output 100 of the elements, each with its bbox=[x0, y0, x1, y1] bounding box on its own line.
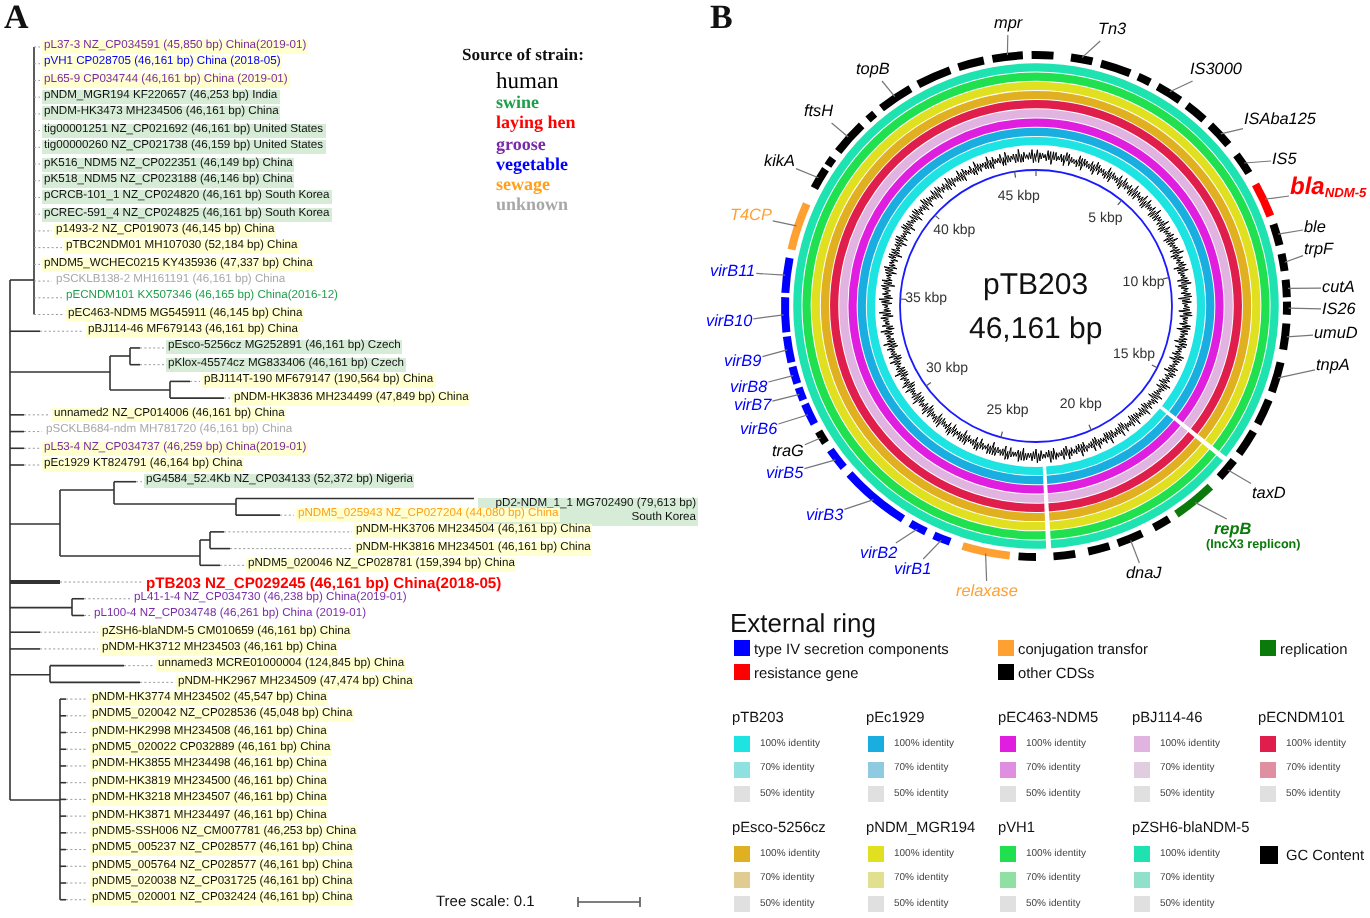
gene-block bbox=[957, 56, 985, 72]
leader-line bbox=[1194, 501, 1228, 520]
gene-block bbox=[1235, 429, 1257, 456]
leader-line bbox=[1220, 128, 1244, 135]
leader-line bbox=[795, 168, 819, 179]
gene-block bbox=[1151, 515, 1172, 532]
legend-label: human bbox=[496, 72, 559, 92]
leader-line bbox=[1277, 369, 1316, 379]
gene-block bbox=[932, 531, 952, 546]
leader-line bbox=[1243, 160, 1272, 164]
gene-block bbox=[1207, 122, 1232, 148]
gene-label: ble bbox=[1304, 218, 1326, 238]
leader-line bbox=[1286, 334, 1314, 338]
gene-label: kikA bbox=[764, 152, 795, 172]
leader-line bbox=[803, 459, 837, 470]
gene-block bbox=[1099, 59, 1132, 77]
leader-line bbox=[777, 414, 809, 425]
legend-label: swine bbox=[496, 92, 540, 112]
gene-block bbox=[1216, 458, 1237, 480]
leader-line bbox=[772, 220, 797, 227]
leader-line bbox=[881, 80, 896, 98]
gene-label: IS3000 bbox=[1190, 60, 1242, 80]
gene-block bbox=[788, 365, 802, 385]
gene-block bbox=[1031, 51, 1054, 60]
gene-label: topB bbox=[856, 60, 890, 80]
gene-label: bla$_{NDM-5}$ bbox=[1290, 176, 1367, 206]
gene-block bbox=[1116, 529, 1144, 548]
gene-label: Tn3 bbox=[1098, 20, 1127, 40]
legend-title: External ring bbox=[730, 607, 876, 637]
leader-line bbox=[804, 437, 822, 446]
gene-block bbox=[1282, 301, 1291, 315]
gene-label: virB9 bbox=[724, 352, 762, 372]
leader-line bbox=[1227, 469, 1252, 485]
gene-label: taxD bbox=[1252, 484, 1286, 504]
leader-line bbox=[1277, 229, 1304, 235]
gene-block bbox=[1233, 152, 1253, 176]
gene-label: mpr bbox=[994, 14, 1023, 34]
leader-line bbox=[1287, 287, 1322, 289]
leader-line bbox=[1264, 195, 1290, 200]
gene-block bbox=[1018, 552, 1037, 561]
gene-block bbox=[787, 202, 811, 251]
gene-block bbox=[781, 297, 791, 333]
gene-label: virB2 bbox=[860, 544, 898, 564]
gene-block bbox=[1254, 398, 1273, 426]
gene-label: traG bbox=[772, 442, 804, 462]
leader-line bbox=[752, 314, 785, 320]
gene-block bbox=[801, 402, 818, 426]
leader-line bbox=[1081, 40, 1101, 59]
gene-label: virB6 bbox=[740, 420, 778, 440]
gene-label: virB8 bbox=[730, 377, 768, 397]
legend-label: groose bbox=[496, 133, 546, 153]
gene-label: cutA bbox=[1322, 278, 1355, 298]
gene-block bbox=[1277, 253, 1289, 272]
gene-block bbox=[1252, 182, 1275, 218]
gene-label: IS5 bbox=[1272, 150, 1297, 170]
gene-label: virB5 bbox=[766, 464, 804, 484]
gene-label: trpF bbox=[1304, 240, 1334, 260]
panel-letter: A bbox=[4, 0, 29, 36]
leader-line bbox=[1284, 255, 1304, 263]
panel-letter: B bbox=[710, 0, 733, 36]
gene-label: virB11 bbox=[710, 262, 756, 282]
gene-label: virB3 bbox=[806, 506, 844, 526]
leader-line bbox=[1169, 80, 1194, 93]
legend-label: unknown bbox=[496, 194, 569, 214]
gene-label: IS26 bbox=[1322, 299, 1356, 319]
gene-block bbox=[1184, 102, 1207, 123]
leader-line bbox=[922, 539, 942, 560]
leader-line bbox=[985, 553, 988, 582]
gene-block bbox=[782, 336, 796, 364]
plasmid-size: 46,161 bp bbox=[969, 311, 1103, 345]
gene-block bbox=[991, 51, 1024, 63]
legend-label: vegetable bbox=[496, 154, 568, 174]
leader-line bbox=[755, 272, 786, 276]
gene-block bbox=[824, 156, 837, 168]
gene-block bbox=[1269, 223, 1284, 247]
gene-label: virB7 bbox=[734, 396, 772, 416]
gene-block bbox=[1070, 53, 1094, 66]
legend-title: Source of strain: bbox=[462, 44, 584, 64]
legend-label: sewage bbox=[496, 174, 550, 194]
gene-block bbox=[1155, 83, 1183, 104]
gene-label: ftsH bbox=[804, 102, 834, 122]
gene-label: virB1 bbox=[894, 560, 932, 580]
gene-block bbox=[865, 110, 878, 123]
gene-block bbox=[1136, 73, 1152, 86]
leader-line bbox=[895, 528, 918, 544]
leader-line bbox=[1006, 34, 1009, 56]
gene-block bbox=[794, 386, 807, 402]
gene-block bbox=[810, 167, 829, 191]
leader-line bbox=[843, 499, 875, 510]
gene-label: T4CP bbox=[730, 206, 772, 226]
gene-block bbox=[1268, 361, 1285, 394]
gene-block bbox=[1053, 549, 1076, 561]
legend-label: laying hen bbox=[496, 112, 576, 132]
gene-label: relaxase bbox=[956, 582, 1018, 602]
leader-line bbox=[761, 349, 788, 358]
leader-line bbox=[1130, 539, 1140, 564]
gene-block bbox=[827, 447, 847, 470]
leader-line bbox=[771, 393, 800, 402]
gene-block bbox=[1279, 323, 1291, 351]
gene-label: virB10 bbox=[706, 312, 753, 332]
